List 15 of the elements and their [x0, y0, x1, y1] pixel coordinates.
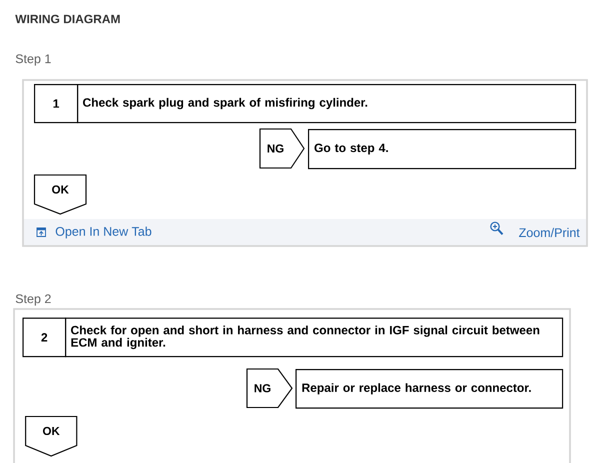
- branch-tag: NG: [246, 368, 293, 408]
- instruction-cell: Check for open and short in harness and connector in IGF signal circuit between ECM and igniter.: [65, 318, 564, 358]
- number-cell: 2: [22, 318, 66, 358]
- action-box: Repair or replace harness or connector.: [296, 369, 564, 409]
- number-cell: 1: [34, 84, 78, 124]
- link: Open In New Tab: [56, 226, 152, 238]
- step-heading: Step 2: [16, 294, 51, 306]
- title: WIRING DIAGRAM: [15, 14, 120, 24]
- branch-tag: NG: [259, 128, 305, 169]
- action-box: Go to step 4.: [308, 129, 576, 170]
- instruction-cell: Check spark plug and spark of misfiring cylinder.: [77, 84, 576, 124]
- step-heading: Step 1: [16, 54, 51, 66]
- link: Zoom/Print: [519, 228, 580, 238]
- branch-tag: OK: [34, 174, 87, 215]
- branch-tag: OK: [25, 416, 78, 457]
